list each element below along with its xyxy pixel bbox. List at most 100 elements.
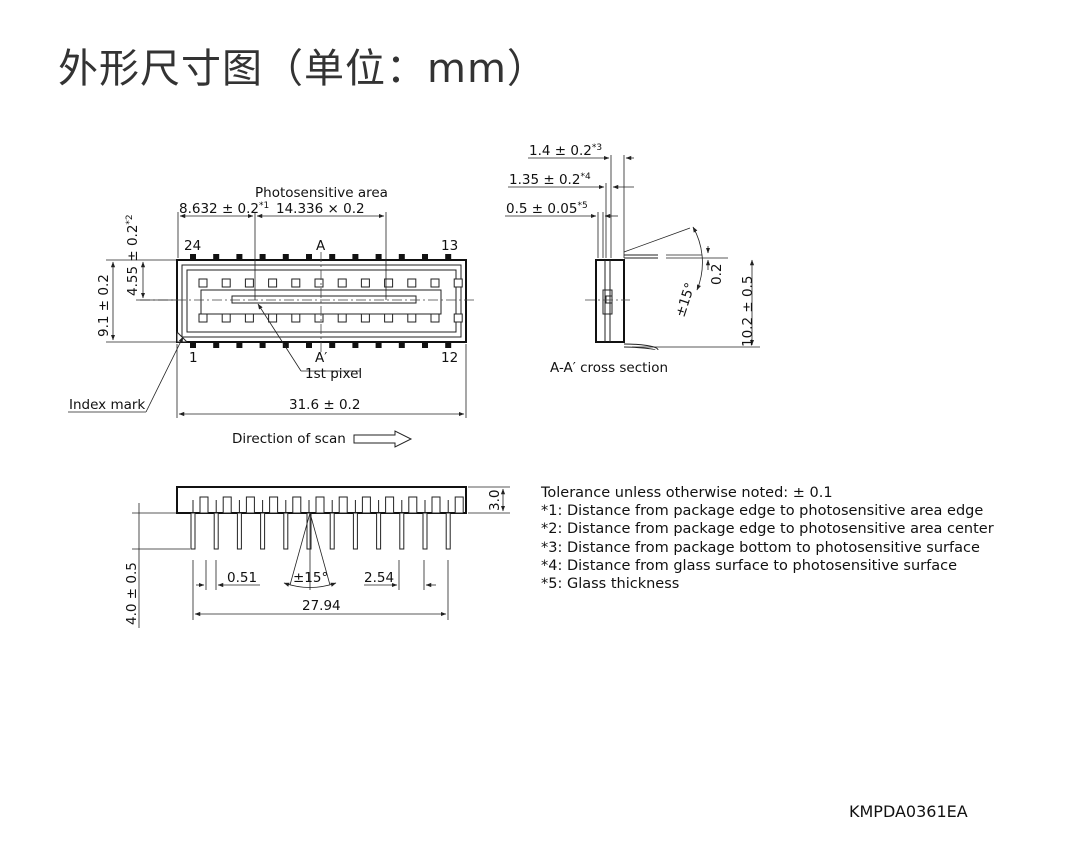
side-span: 27.94 bbox=[302, 598, 341, 614]
section-a-label: A bbox=[316, 238, 326, 254]
lead bbox=[236, 512, 242, 550]
lead bbox=[260, 512, 266, 550]
cross-section-caption: A-A′ cross section bbox=[550, 360, 668, 376]
page-title: 外形尺寸图（单位：mm） bbox=[58, 46, 548, 92]
lead bbox=[352, 512, 358, 550]
side-lead-angle: ±15° bbox=[293, 570, 328, 586]
pin bbox=[422, 254, 428, 260]
package-outline bbox=[176, 259, 467, 343]
bonding-pad bbox=[314, 313, 324, 323]
dim-height: 9.1 ± 0.2 bbox=[96, 274, 112, 337]
cs-lead-thickness: 0.2 bbox=[709, 264, 725, 285]
side-lead-length: 4.0 ± 0.5 bbox=[124, 562, 140, 625]
bonding-pad bbox=[268, 313, 278, 323]
pin bbox=[259, 254, 266, 260]
lead bbox=[329, 512, 335, 550]
bonding-pads-upper bbox=[198, 278, 463, 288]
tolerance-notes: Tolerance unless otherwise noted: ± 0.1 … bbox=[541, 484, 994, 593]
dim-edge-offset: 8.632 ± 0.2*1 bbox=[179, 201, 269, 217]
bonding-pad bbox=[360, 278, 370, 288]
top-pins-lower bbox=[190, 342, 452, 348]
lead-shoulder bbox=[361, 496, 371, 514]
bonding-pad bbox=[291, 313, 301, 323]
lead-shoulder bbox=[454, 496, 464, 514]
bonding-pad bbox=[337, 313, 347, 323]
pin bbox=[306, 254, 312, 260]
bonding-pad bbox=[384, 278, 394, 288]
bonding-pad bbox=[314, 278, 324, 288]
lead bbox=[422, 512, 428, 550]
pin bbox=[259, 342, 266, 348]
pin bbox=[375, 342, 382, 348]
pin bbox=[329, 342, 336, 348]
lead-shoulder bbox=[245, 496, 255, 514]
pin-1-label: 1 bbox=[189, 350, 198, 366]
bonding-pad bbox=[430, 278, 440, 288]
pin bbox=[352, 342, 359, 348]
lead-shoulder bbox=[408, 496, 418, 514]
pin bbox=[213, 342, 220, 348]
pin bbox=[190, 342, 196, 348]
cs-dim-bottom-to-surface: 1.4 ± 0.2*3 bbox=[529, 143, 602, 159]
lead-shoulder bbox=[222, 496, 232, 514]
note-line: *5: Glass thickness bbox=[541, 576, 680, 593]
cs-width: 10.2 ± 0.5 bbox=[740, 276, 756, 347]
pin bbox=[422, 342, 428, 348]
lead bbox=[190, 512, 196, 550]
lead-shoulder bbox=[269, 496, 279, 514]
first-pixel-label: 1st pixel bbox=[305, 366, 362, 382]
bonding-pad bbox=[221, 278, 231, 288]
pin bbox=[445, 342, 452, 348]
document-code: KMPDA0361EA bbox=[849, 802, 968, 821]
cs-lead-angle: ±15° bbox=[673, 281, 699, 319]
pin bbox=[306, 342, 312, 348]
pin bbox=[282, 342, 289, 348]
lead bbox=[376, 512, 382, 550]
pin bbox=[398, 342, 405, 348]
index-mark-label: Index mark bbox=[69, 397, 145, 413]
bonding-pad bbox=[430, 313, 440, 323]
pin bbox=[236, 342, 243, 348]
bonding-pad bbox=[244, 313, 254, 323]
bonding-pad bbox=[198, 313, 208, 323]
bonding-pad bbox=[407, 313, 417, 323]
side-view-leads bbox=[190, 496, 464, 550]
bonding-pad bbox=[453, 278, 463, 288]
pin-24-label: 24 bbox=[184, 238, 201, 254]
pin bbox=[213, 254, 220, 260]
lead-shoulder bbox=[315, 496, 325, 514]
bonding-pad bbox=[198, 278, 208, 288]
note-line: Tolerance unless otherwise noted: ± 0.1 bbox=[541, 485, 833, 501]
pin-13-label: 13 bbox=[441, 238, 458, 254]
section-a-prime-label: A′ bbox=[315, 350, 327, 366]
photosensitive-area bbox=[231, 295, 417, 304]
bonding-pad bbox=[221, 313, 231, 323]
lead-shoulder bbox=[385, 496, 395, 514]
pin bbox=[352, 254, 359, 260]
pin bbox=[398, 254, 405, 260]
top-view: Photosensitive area 8.632 ± 0.2*1 14.336… bbox=[68, 185, 476, 448]
scan-direction-arrow bbox=[353, 430, 413, 448]
lead bbox=[213, 512, 219, 550]
scan-direction-label: Direction of scan bbox=[232, 431, 346, 447]
lead-shoulder bbox=[292, 496, 302, 514]
bonding-pad bbox=[268, 278, 278, 288]
lead bbox=[399, 512, 405, 550]
bonding-pads-lower bbox=[198, 313, 463, 323]
lead bbox=[445, 512, 451, 550]
note-line: *1: Distance from package edge to photos… bbox=[541, 503, 984, 520]
note-line: *3: Distance from package bottom to phot… bbox=[541, 539, 980, 556]
bonding-pad bbox=[337, 278, 347, 288]
side-height: 3.0 bbox=[487, 490, 503, 511]
pin-12-label: 12 bbox=[441, 350, 458, 366]
dim-length: 31.6 ± 0.2 bbox=[289, 397, 360, 413]
side-view: 3.0 4.0 ± 0.5 0.51 ±15° 2.54 27.94 bbox=[124, 486, 510, 628]
lead-shoulder bbox=[199, 496, 209, 514]
bonding-pad bbox=[453, 313, 463, 323]
cs-dim-glass-thickness: 0.5 ± 0.05*5 bbox=[506, 201, 588, 217]
bonding-pad bbox=[407, 278, 417, 288]
top-pins-upper bbox=[190, 254, 452, 260]
cs-dim-glass-to-surface: 1.35 ± 0.2*4 bbox=[509, 172, 591, 188]
pin bbox=[329, 254, 336, 260]
photosensitive-area-label: Photosensitive area bbox=[255, 185, 388, 201]
